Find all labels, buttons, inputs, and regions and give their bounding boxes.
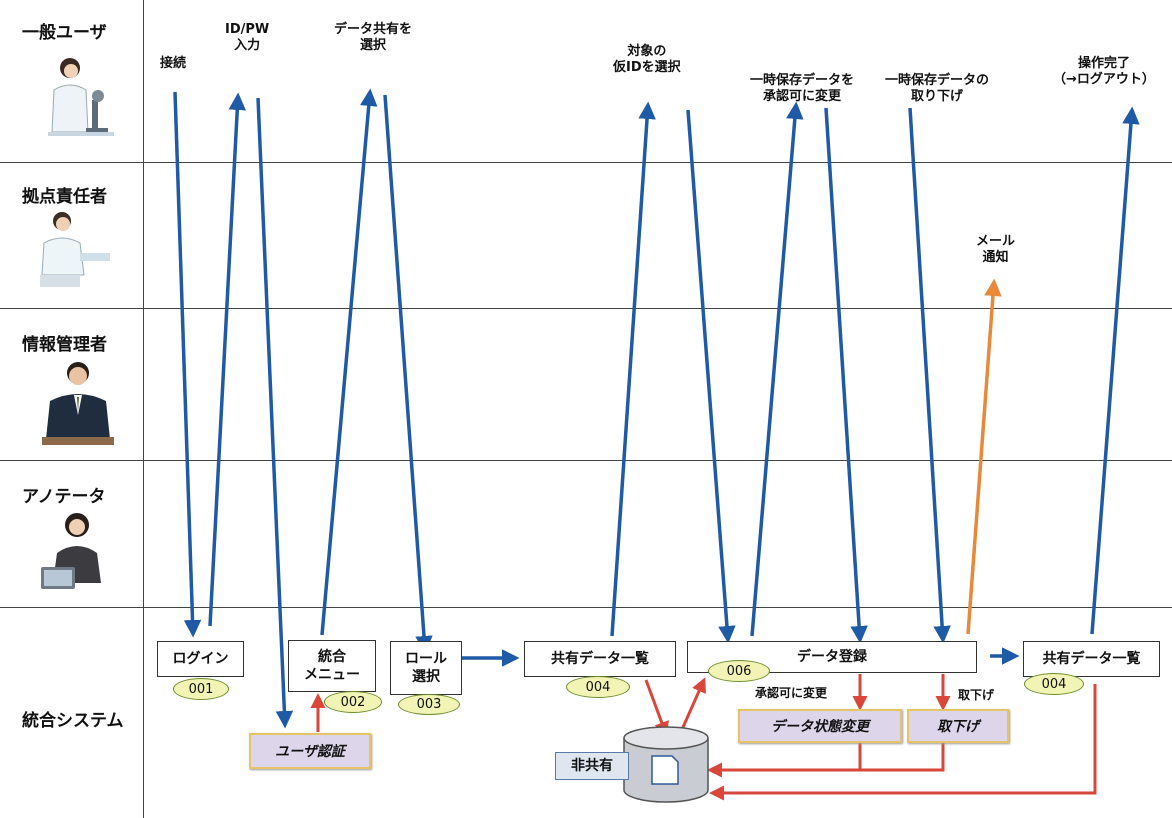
screen-code-badge: 006 [708,660,770,682]
lane-label-general-user: 一般ユーザ [22,23,107,43]
doctor-figure-icon [40,212,110,287]
action-select-data-sharing: データ共有を 選択 [334,22,413,53]
arrow-state-change-to-db [707,740,862,778]
businessman-figure-icon [42,362,114,445]
screen-shared-list-box: 共有データ一覧 [524,641,676,677]
non-shared-label: 非共有 [555,752,629,780]
process-data-state-change: データ状態変更 [738,709,902,743]
action-withdraw: 一時保存データの 取り下げ [885,73,990,104]
arrow-select-to-role [383,94,433,654]
lane-divider [0,460,1172,461]
arrow-list-to-db [644,679,669,737]
database-cylinder-icon [623,726,709,803]
arrow-idpw-to-auth [256,97,294,729]
arrow-menu-to-select [320,88,378,636]
arrow-list-to-temp-id [610,101,656,637]
lane-label-integrated-system: 統合システム [22,711,124,731]
process-withdraw: 取下げ [907,709,1009,743]
lane-divider [0,162,1172,163]
label-approve-change: 承認可に変更 [755,686,828,700]
arrow-approve-to-register [824,107,868,644]
red-flow-arrows [310,674,1097,801]
screen-code-badge: 003 [398,694,460,715]
annotator-figure-icon [41,513,101,589]
screen-menu-box: 統合 メニュー [288,640,376,692]
screen-code-badge: 004 [566,676,630,698]
screen-shared-list-2-box: 共有データ一覧 [1023,641,1160,677]
action-complete: 操作完了 （→ログアウト） [1053,56,1155,87]
lane-divider [0,308,1172,309]
arrow-db-to-register [678,677,706,735]
action-connect: 接続 [160,56,187,71]
label-withdraw-small: 取下げ [958,688,995,702]
lane-divider [0,607,1172,608]
arrow-list-to-complete [1090,106,1140,635]
blue-flow-arrows [173,88,1140,729]
arrow-withdraw-to-register [908,107,951,644]
screen-code-badge: 004 [1024,673,1084,695]
lane-header-divider [143,0,144,818]
arrow-login-to-idpw [208,92,246,627]
lane-label-info-manager: 情報管理者 [22,335,107,355]
scientist-figure-icon [48,58,114,136]
arrow-temp-id-to-register [686,109,736,644]
connector-withdraw-to-db [860,740,945,772]
arrow-list-to-db-return [709,684,1097,801]
arrow-register-to-approve [750,101,804,637]
action-approve: 一時保存データを 承認可に変更 [750,73,855,104]
lane-label-site-manager: 拠点責任者 [22,187,107,207]
screen-code-badge: 002 [324,691,382,713]
arrow-connect-to-login [173,91,202,638]
action-mail-notify: メール 通知 [976,234,1016,265]
action-idpw-input: ID/PW 入力 [225,22,270,53]
screen-login-box: ログイン [157,641,244,677]
screen-role-box: ロール 選択 [390,641,462,695]
screen-code-badge: 001 [173,678,229,700]
arrow-mail-notify [966,278,1002,635]
lane-label-annotator: アノテータ [22,487,106,507]
process-user-auth: ユーザ認証 [249,733,371,769]
action-select-temp-id: 対象の 仮IDを選択 [613,44,681,75]
